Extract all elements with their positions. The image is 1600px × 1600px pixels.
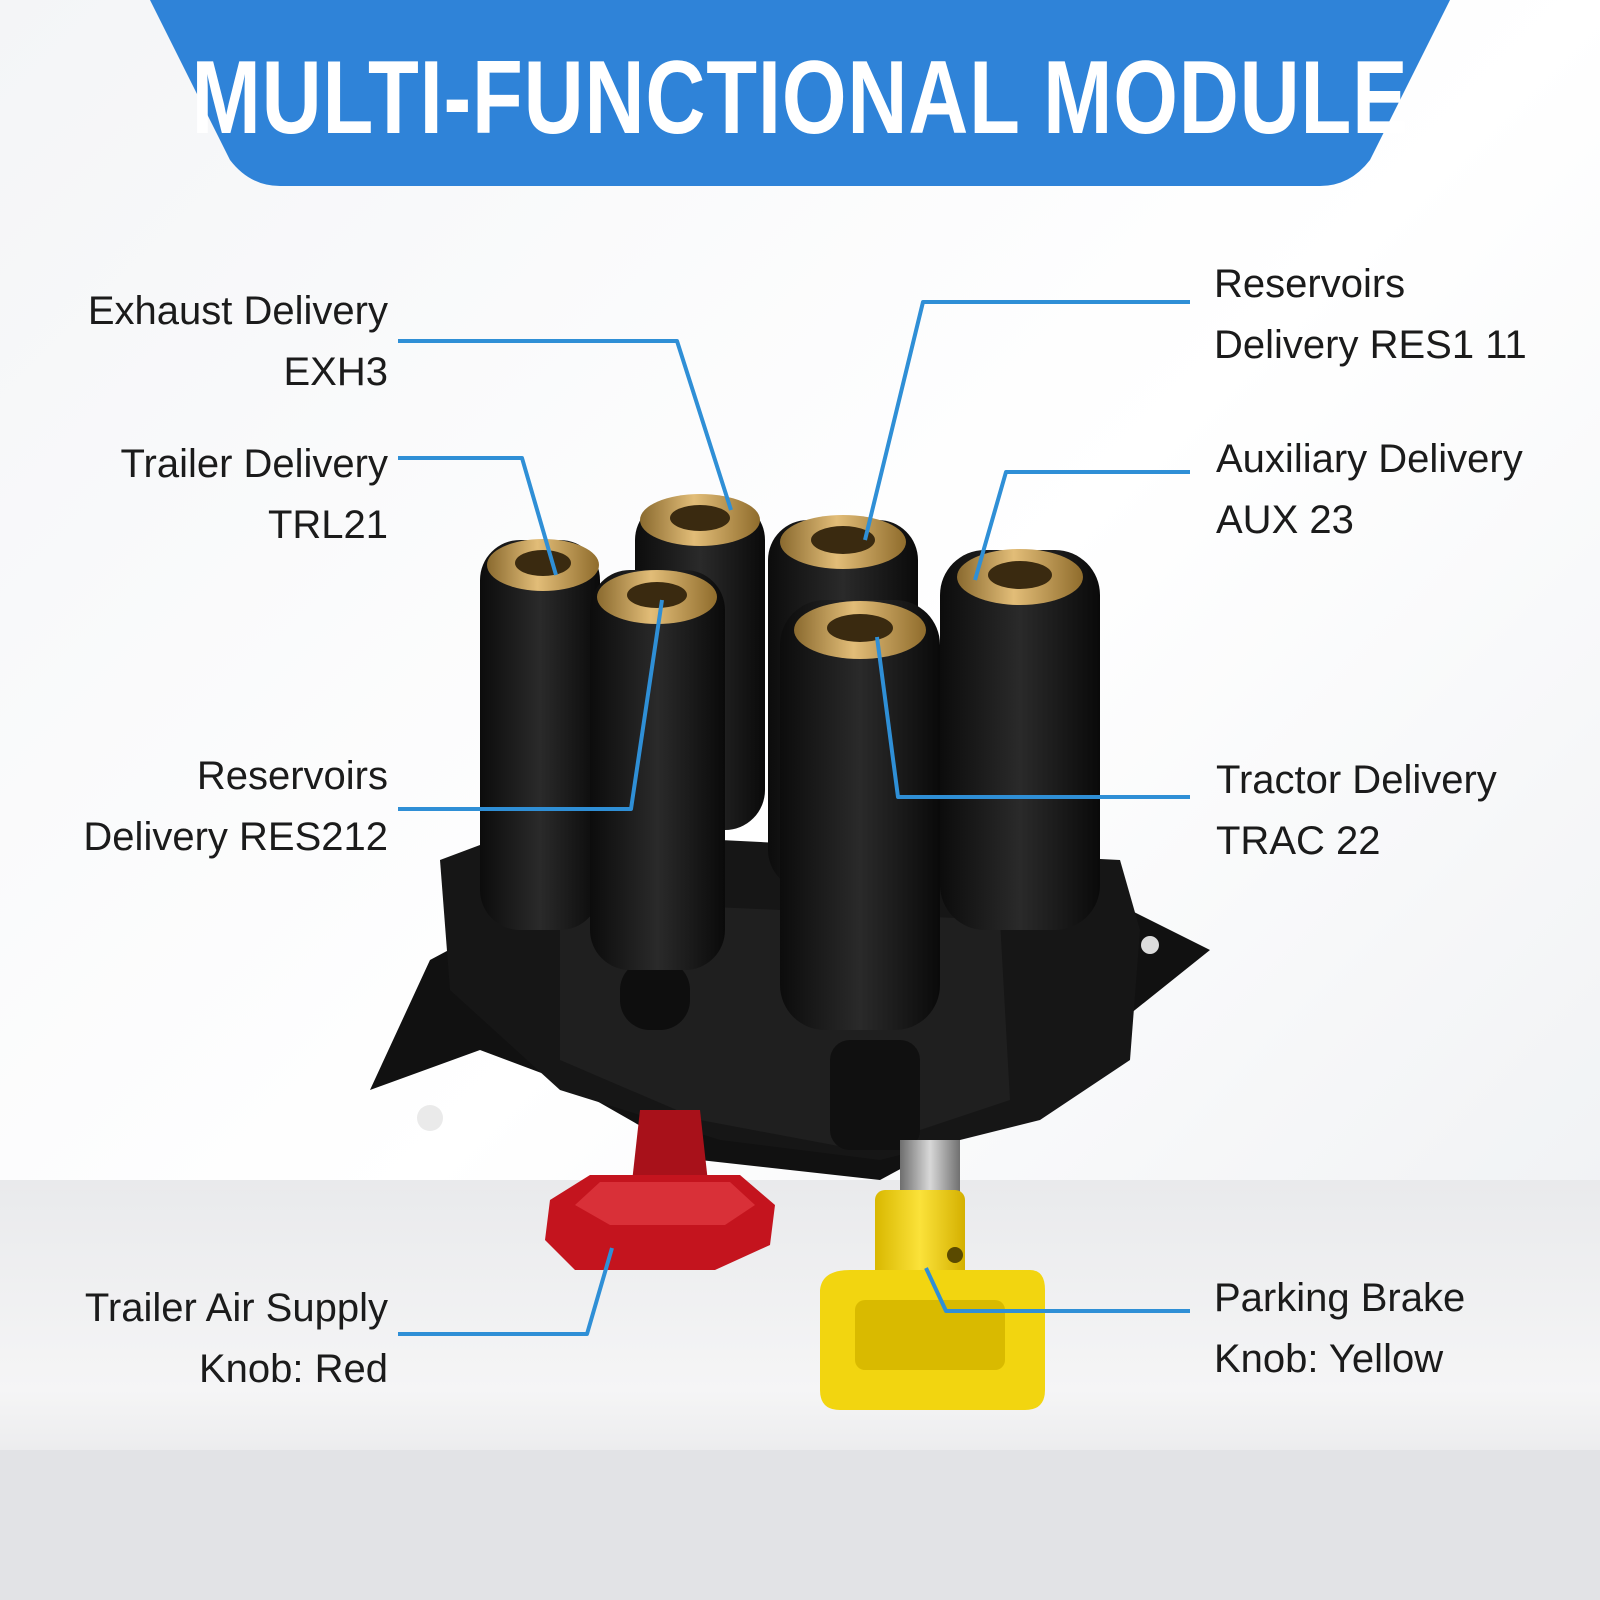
fitting-trac22 bbox=[794, 601, 926, 659]
callout-code: AUX 23 bbox=[1216, 498, 1354, 542]
callout-trailer-delivery: Trailer Delivery TRL21 bbox=[28, 434, 388, 556]
leader-trailer-delivery bbox=[398, 456, 558, 576]
callout-code: Delivery RES212 bbox=[83, 815, 388, 859]
mount-hole-left bbox=[417, 1105, 443, 1131]
leader-tractor-delivery bbox=[875, 636, 1190, 799]
callout-title: Parking Brake bbox=[1214, 1276, 1466, 1320]
leader-parking-brake bbox=[924, 1267, 1190, 1313]
callout-title: Auxiliary Delivery bbox=[1216, 437, 1523, 481]
callout-title: Reservoirs bbox=[196, 754, 388, 798]
leader-trailer-air-supply bbox=[398, 1247, 614, 1336]
callout-title: Trailer Delivery bbox=[120, 442, 388, 486]
banner-title: MULTI-FUNCTIONAL MODULE bbox=[191, 39, 1409, 156]
mount-hole-right bbox=[1141, 936, 1159, 954]
callout-code: Knob: Yellow bbox=[1214, 1337, 1444, 1381]
callout-code: Knob: Red bbox=[198, 1347, 388, 1391]
callout-title: Tractor Delivery bbox=[1216, 758, 1497, 802]
yellow-knob bbox=[820, 1140, 1045, 1410]
callout-title: Exhaust Delivery bbox=[87, 289, 388, 333]
callout-exhaust-delivery: Exhaust Delivery EXH3 bbox=[28, 281, 388, 403]
leader-exhaust-delivery bbox=[398, 339, 733, 511]
callout-title: Trailer Air Supply bbox=[84, 1286, 388, 1330]
fitting-trl21 bbox=[487, 539, 599, 591]
callout-trailer-air-supply: Trailer Air Supply Knob: Red bbox=[28, 1278, 388, 1400]
callout-reservoirs-delivery-res2: Reservoirs Delivery RES212 bbox=[28, 746, 388, 868]
tower-aux23 bbox=[940, 550, 1100, 930]
fitting-res212 bbox=[597, 570, 717, 624]
callout-reservoirs-delivery-res1: Reservoirs Delivery RES1 11 bbox=[1214, 254, 1594, 376]
callout-code: Delivery RES1 11 bbox=[1214, 323, 1527, 367]
floor-reflection bbox=[0, 1450, 1600, 1600]
leader-auxiliary-delivery bbox=[973, 470, 1190, 581]
red-knob bbox=[545, 1110, 775, 1270]
brass-fittings bbox=[487, 494, 1083, 659]
tower-trl21 bbox=[480, 540, 600, 930]
callout-parking-brake: Parking Brake Knob: Yellow bbox=[1214, 1268, 1594, 1390]
fitting-exh3 bbox=[640, 494, 760, 546]
callout-code: TRAC 22 bbox=[1216, 819, 1381, 863]
callout-title: Reservoirs bbox=[1214, 262, 1406, 306]
tower-res212 bbox=[590, 570, 725, 970]
callout-tractor-delivery: Tractor Delivery TRAC 22 bbox=[1216, 750, 1596, 872]
callout-code: TRL21 bbox=[267, 503, 388, 547]
callout-code: EXH3 bbox=[283, 350, 389, 394]
tower-trac22 bbox=[780, 600, 940, 1030]
fitting-aux23 bbox=[957, 549, 1083, 605]
fitting-res1 bbox=[780, 515, 906, 569]
leader-reservoirs-delivery-res1 bbox=[863, 300, 1190, 541]
title-banner bbox=[150, 0, 1450, 186]
leader-lines bbox=[398, 300, 1190, 1336]
callout-auxiliary-delivery: Auxiliary Delivery AUX 23 bbox=[1216, 429, 1596, 551]
leader-reservoirs-delivery-res2 bbox=[398, 599, 664, 811]
